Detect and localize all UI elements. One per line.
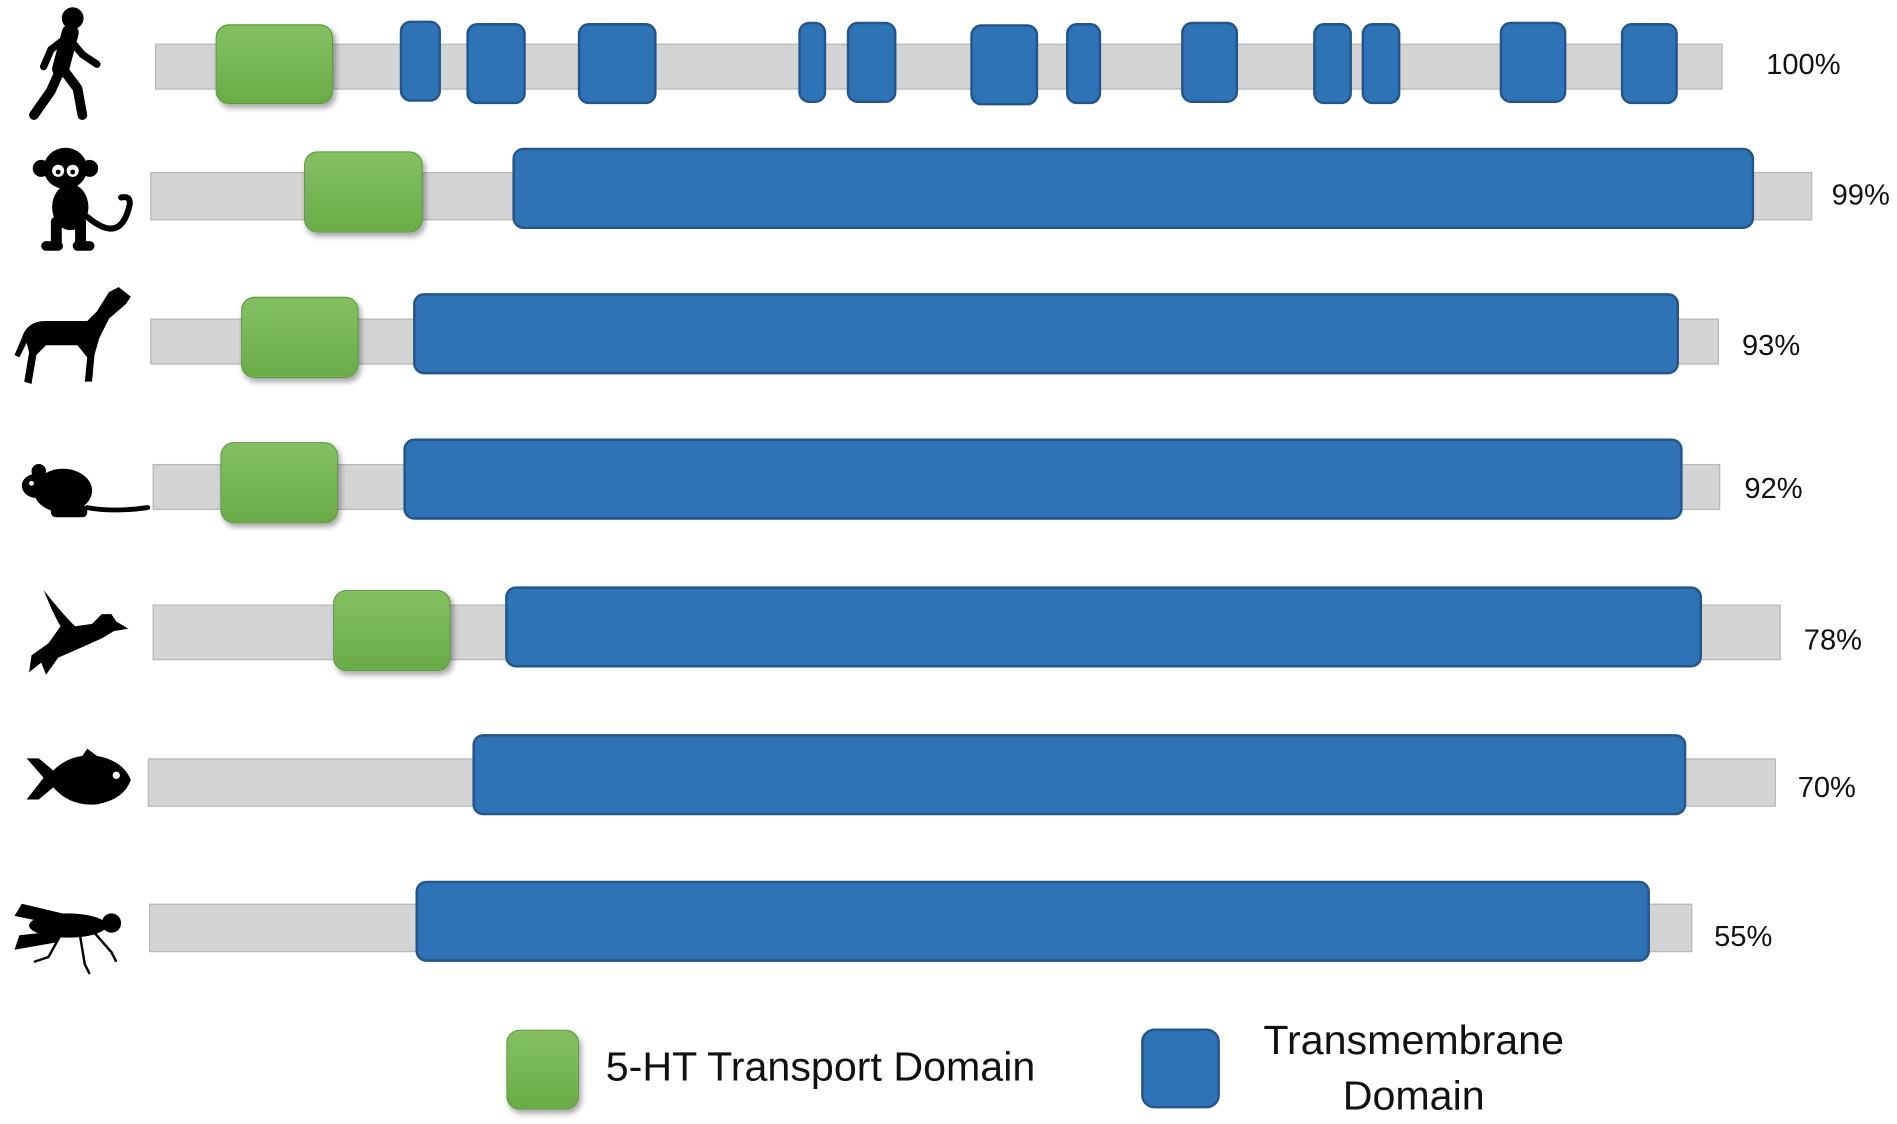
rat-icon [21,463,151,518]
identity-label: 78% [1803,623,1862,657]
identity-label: 92% [1744,472,1803,506]
identity-label: 93% [1741,329,1801,363]
identity-label: 55% [1714,920,1773,954]
transmembrane-domain [415,880,1650,962]
legend: 5-HT Transport Domain Transmembrane Doma… [0,1018,1897,1119]
transmembrane-domain [1361,23,1401,105]
transmembrane-domain [846,21,897,103]
organism-row-rat: 92% [0,430,1897,551]
organism-row-bird: 78% [0,578,1897,699]
organism-row-fish: 70% [0,727,1897,848]
transport-domain [304,151,423,233]
transmembrane-domain [798,21,827,103]
transmembrane-domain-swatch [1141,1028,1220,1109]
transmembrane-domain [466,23,526,105]
identity-label: 99% [1831,179,1890,212]
identity-label: 70% [1797,771,1856,805]
transport-domain-swatch [506,1029,580,1110]
transmembrane-domain [413,293,1680,375]
transmembrane-domain-label: Transmembrane Domain [1255,1013,1572,1124]
organism-row-fly: 55% [0,875,1897,996]
organism-row-human: 100% [0,6,1897,127]
transmembrane-domain [1181,21,1239,103]
transmembrane-domain [505,586,1703,668]
transmembrane-domain [1066,23,1102,105]
transmembrane-domain [472,734,1687,816]
sequence-track [155,43,1723,90]
transmembrane-domain [970,24,1039,106]
transport-domain [215,24,334,105]
transmembrane-domain [577,23,657,105]
dog-icon [14,287,131,385]
transmembrane-domain [399,20,441,102]
bird-icon [29,589,129,675]
fish-icon [26,748,131,805]
transport-domain [220,442,338,524]
transmembrane-domain [1499,21,1567,103]
transmembrane-label-line2: Domain [1342,1073,1485,1120]
transport-domain-label: 5-HT Transport Domain [605,1044,1036,1091]
identity-label: 100% [1766,48,1841,82]
organism-row-dog: 93% [0,285,1897,406]
transmembrane-domain [1620,23,1678,105]
transmembrane-domain [403,438,1683,520]
transport-domain [333,589,451,672]
monkey-icon [32,147,133,251]
human-icon [29,7,101,120]
transmembrane-domain [1313,23,1352,105]
transmembrane-label-line1: Transmembrane [1263,1017,1565,1064]
transport-domain [241,296,359,378]
transmembrane-domain [512,147,1755,229]
fly-icon [14,903,122,975]
organism-row-monkey: 99% [0,139,1897,260]
